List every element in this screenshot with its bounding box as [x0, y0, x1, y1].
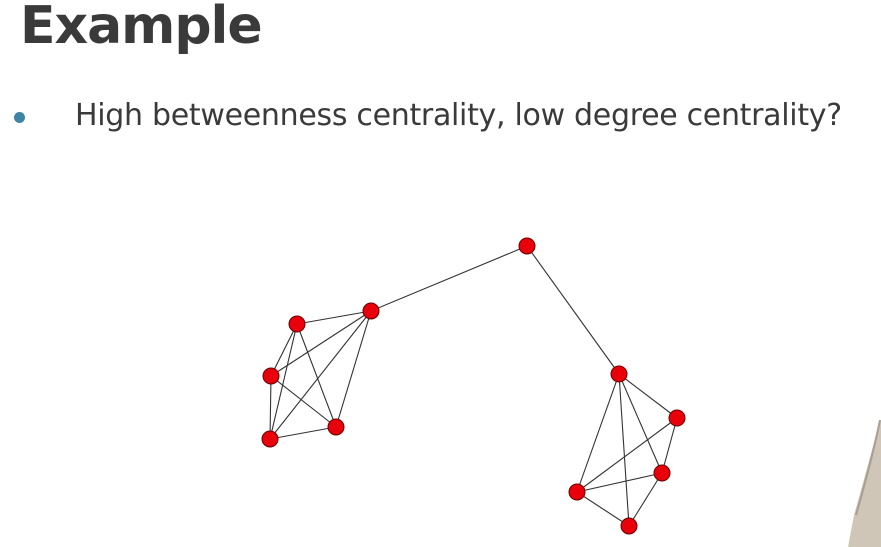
edge-a4-a5: [269, 426, 337, 440]
edge-a2-a3: [270, 323, 298, 377]
edge-a2-a5: [296, 323, 337, 428]
node-b5: [620, 517, 638, 535]
edge-b3-b5: [628, 472, 663, 527]
edge-b4-b5: [576, 491, 630, 527]
edge-b3-b4: [576, 472, 663, 493]
edge-a1-a4: [269, 310, 372, 440]
slide-title: Example: [20, 0, 263, 56]
edge-bridge-b1: [526, 245, 620, 375]
edge-b1-b5: [618, 373, 630, 527]
node-bridge: [518, 237, 536, 255]
bullet-icon: [14, 112, 25, 123]
edge-b2-b3: [661, 417, 678, 474]
node-a2: [288, 315, 306, 333]
edge-b2-b4: [576, 417, 678, 493]
edge-b1-b3: [618, 373, 663, 474]
graph-nodes: [261, 237, 686, 535]
node-b2: [668, 409, 686, 427]
edge-a3-a5: [270, 375, 337, 428]
node-b1: [610, 365, 628, 383]
node-a3: [262, 367, 280, 385]
bullet-item: High betweenness centrality, low degree …: [14, 98, 842, 133]
edge-bridge-a1: [370, 245, 528, 312]
edge-a1-a5: [335, 310, 372, 428]
edge-a2-a4: [269, 323, 298, 440]
edge-b1-b4: [576, 373, 620, 493]
edge-a3-a4: [269, 375, 272, 440]
edge-b1-b2: [618, 373, 678, 419]
node-a4: [261, 430, 279, 448]
node-b4: [568, 483, 586, 501]
node-a1: [362, 302, 380, 320]
presenter-shoulder-image: [848, 420, 881, 547]
graph-edges: [269, 245, 678, 527]
edge-a1-a3: [270, 310, 372, 377]
edge-a1-a2: [296, 310, 372, 325]
node-b3: [653, 464, 671, 482]
bullet-text: High betweenness centrality, low degree …: [75, 98, 842, 133]
node-a5: [327, 418, 345, 436]
